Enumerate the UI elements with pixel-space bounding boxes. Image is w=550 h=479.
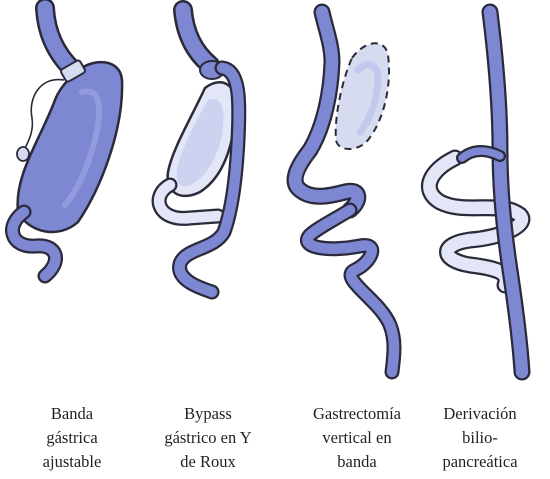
stomach <box>18 62 123 232</box>
label-derivacion-biliopancreatica: Derivación bilio- pancreática <box>410 402 550 474</box>
intestine <box>307 210 394 372</box>
label-line: pancreática <box>410 450 550 474</box>
label-line: Banda <box>2 402 142 426</box>
label-line: Gastrectomía <box>287 402 427 426</box>
label-line: banda <box>287 450 427 474</box>
label-line: bilio- <box>410 426 550 450</box>
roux-en-y-bypass-illustration <box>159 10 239 292</box>
label-bypass-gastrico: Bypass gástrico en Y de Roux <box>138 402 278 474</box>
label-banda-gastrica: Banda gástrica ajustable <box>2 402 142 474</box>
label-gastrectomia-vertical: Gastrectomía vertical en banda <box>287 402 427 474</box>
label-line: ajustable <box>2 450 142 474</box>
label-line: Derivación <box>410 402 550 426</box>
label-line: Bypass <box>138 402 278 426</box>
access-port <box>17 147 29 161</box>
biliopancreatic-diversion-illustration <box>429 12 522 372</box>
adjustable-gastric-band-illustration <box>13 8 123 276</box>
label-line: gástrico en Y <box>138 426 278 450</box>
label-line: de Roux <box>138 450 278 474</box>
label-line: gástrica <box>2 426 142 450</box>
sleeve-gastrectomy-illustration <box>295 12 394 372</box>
label-line: vertical en <box>287 426 427 450</box>
